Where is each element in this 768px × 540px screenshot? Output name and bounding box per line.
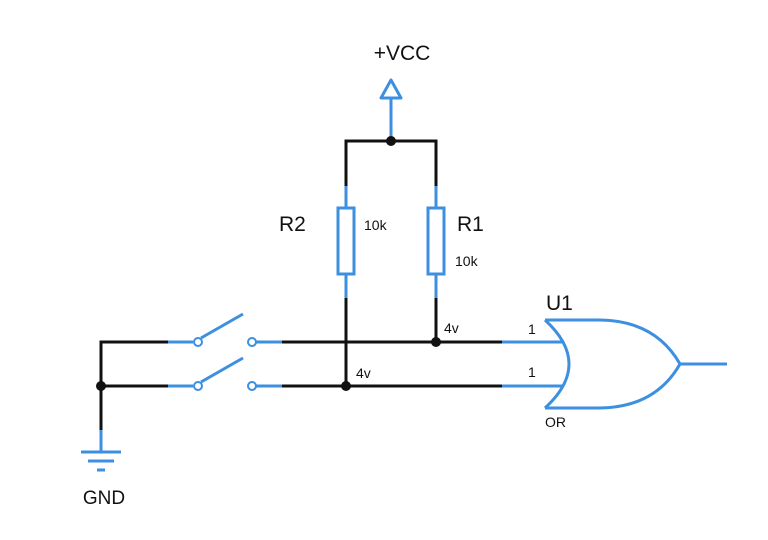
vcc-symbol: [379, 78, 403, 141]
resistor-r1: [426, 186, 446, 298]
node-a-voltage-label: 4v: [444, 320, 459, 336]
r1-value-label: 10k: [455, 253, 479, 269]
gnd-label: GND: [83, 488, 125, 509]
ground-symbol: [81, 430, 121, 472]
switch-1: [168, 312, 282, 347]
vcc-label: +VCC: [374, 42, 431, 65]
node-a-junction-dot: [431, 337, 441, 347]
r1-name-label: R1: [457, 213, 484, 236]
r2-value-label: 10k: [364, 217, 388, 233]
signal-wires: [282, 340, 502, 388]
or-gate-u1: [502, 318, 727, 410]
u1-pin1-label: 1: [528, 321, 536, 337]
resistor-r2: [336, 186, 356, 298]
u1-name-label: U1: [546, 292, 573, 315]
switch-2: [168, 356, 282, 391]
node-b-voltage-label: 4v: [356, 365, 371, 381]
ground-wires: [99, 340, 168, 430]
vcc-rail-wires: [344, 139, 438, 186]
vcc-junction-dot: [386, 136, 396, 146]
node-b-junction-dot: [341, 381, 351, 391]
r2-name-label: R2: [279, 213, 306, 236]
u1-pin2-label: 1: [528, 364, 536, 380]
u1-type-label: OR: [545, 414, 566, 430]
ground-junction-dot: [96, 381, 106, 391]
